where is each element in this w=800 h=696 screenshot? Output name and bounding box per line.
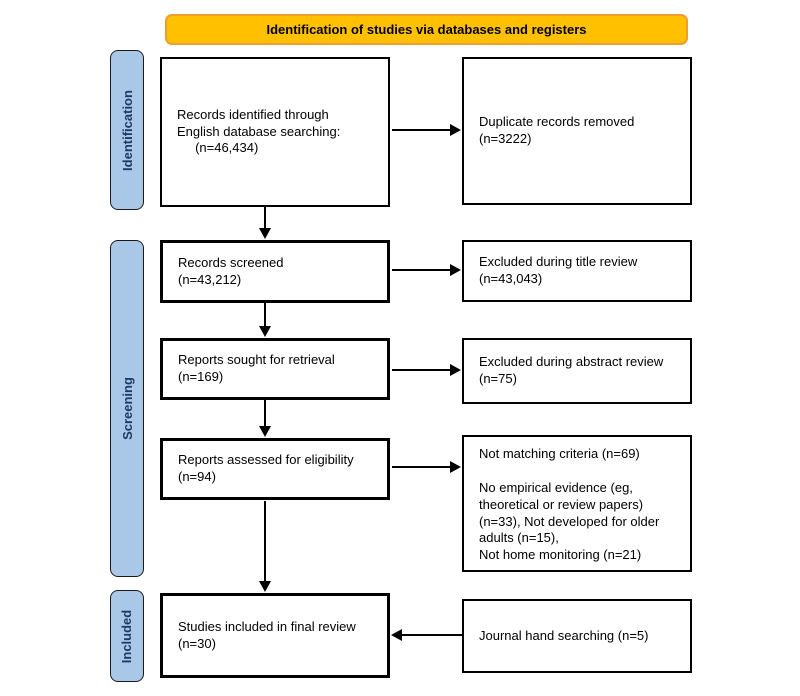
arrow-head-down-icon	[259, 228, 271, 239]
box-reports-sought: Reports sought for retrieval (n=169)	[160, 338, 390, 400]
arrow-line	[392, 466, 451, 468]
arrow-line	[392, 369, 451, 371]
banner-title: Identification of studies via databases …	[165, 14, 688, 45]
box-excluded-title-review: Excluded during title review (n=43,043)	[462, 240, 692, 302]
box-studies-included: Studies included in final review (n=30)	[160, 593, 390, 678]
box-excluded-abstract-review-text: Excluded during abstract review (n=75)	[479, 354, 664, 386]
box-records-identified: Records identified through English datab…	[160, 57, 390, 207]
box-exclusion-reasons-text: Not matching criteria (n=69) No empirica…	[479, 446, 660, 563]
stage-label-identification-text: Identification	[119, 89, 135, 171]
arrow-line	[264, 303, 266, 327]
box-journal-hand-searching-text: Journal hand searching (n=5)	[479, 627, 649, 643]
stage-label-included: Included	[110, 590, 144, 682]
arrow-head-left-icon	[391, 629, 402, 641]
box-duplicates-removed-text: Duplicate records removed (n=3222)	[479, 114, 635, 146]
arrow-head-down-icon	[259, 426, 271, 437]
arrow-head-right-icon	[450, 124, 461, 136]
stage-label-screening-text: Screening	[119, 377, 135, 440]
stage-label-screening: Screening	[110, 240, 144, 577]
arrow-head-right-icon	[450, 264, 461, 276]
box-reports-sought-text: Reports sought for retrieval (n=169)	[178, 352, 335, 384]
arrow-line	[264, 501, 266, 582]
box-journal-hand-searching: Journal hand searching (n=5)	[462, 599, 692, 673]
box-studies-included-text: Studies included in final review (n=30)	[178, 618, 356, 651]
arrow-head-down-icon	[259, 326, 271, 337]
arrow-line	[392, 129, 451, 131]
arrow-head-right-icon	[450, 461, 461, 473]
stage-label-included-text: Included	[119, 609, 135, 663]
box-excluded-abstract-review: Excluded during abstract review (n=75)	[462, 338, 692, 404]
box-records-screened-text: Records screened (n=43,212)	[178, 254, 284, 287]
stage-label-identification: Identification	[110, 50, 144, 210]
box-reports-assessed-text: Reports assessed for eligibility (n=94)	[178, 452, 354, 484]
arrow-line	[392, 269, 451, 271]
box-exclusion-reasons: Not matching criteria (n=69) No empirica…	[462, 435, 692, 572]
box-excluded-title-review-text: Excluded during title review (n=43,043)	[479, 254, 638, 286]
box-duplicates-removed: Duplicate records removed (n=3222)	[462, 57, 692, 205]
arrow-head-right-icon	[450, 364, 461, 376]
box-records-screened: Records screened (n=43,212)	[160, 240, 390, 303]
box-records-identified-text: Records identified through English datab…	[177, 106, 341, 156]
arrow-line	[264, 400, 266, 427]
arrow-head-down-icon	[259, 581, 271, 592]
arrow-line	[402, 634, 462, 636]
box-reports-assessed: Reports assessed for eligibility (n=94)	[160, 438, 390, 500]
arrow-line	[264, 207, 266, 229]
